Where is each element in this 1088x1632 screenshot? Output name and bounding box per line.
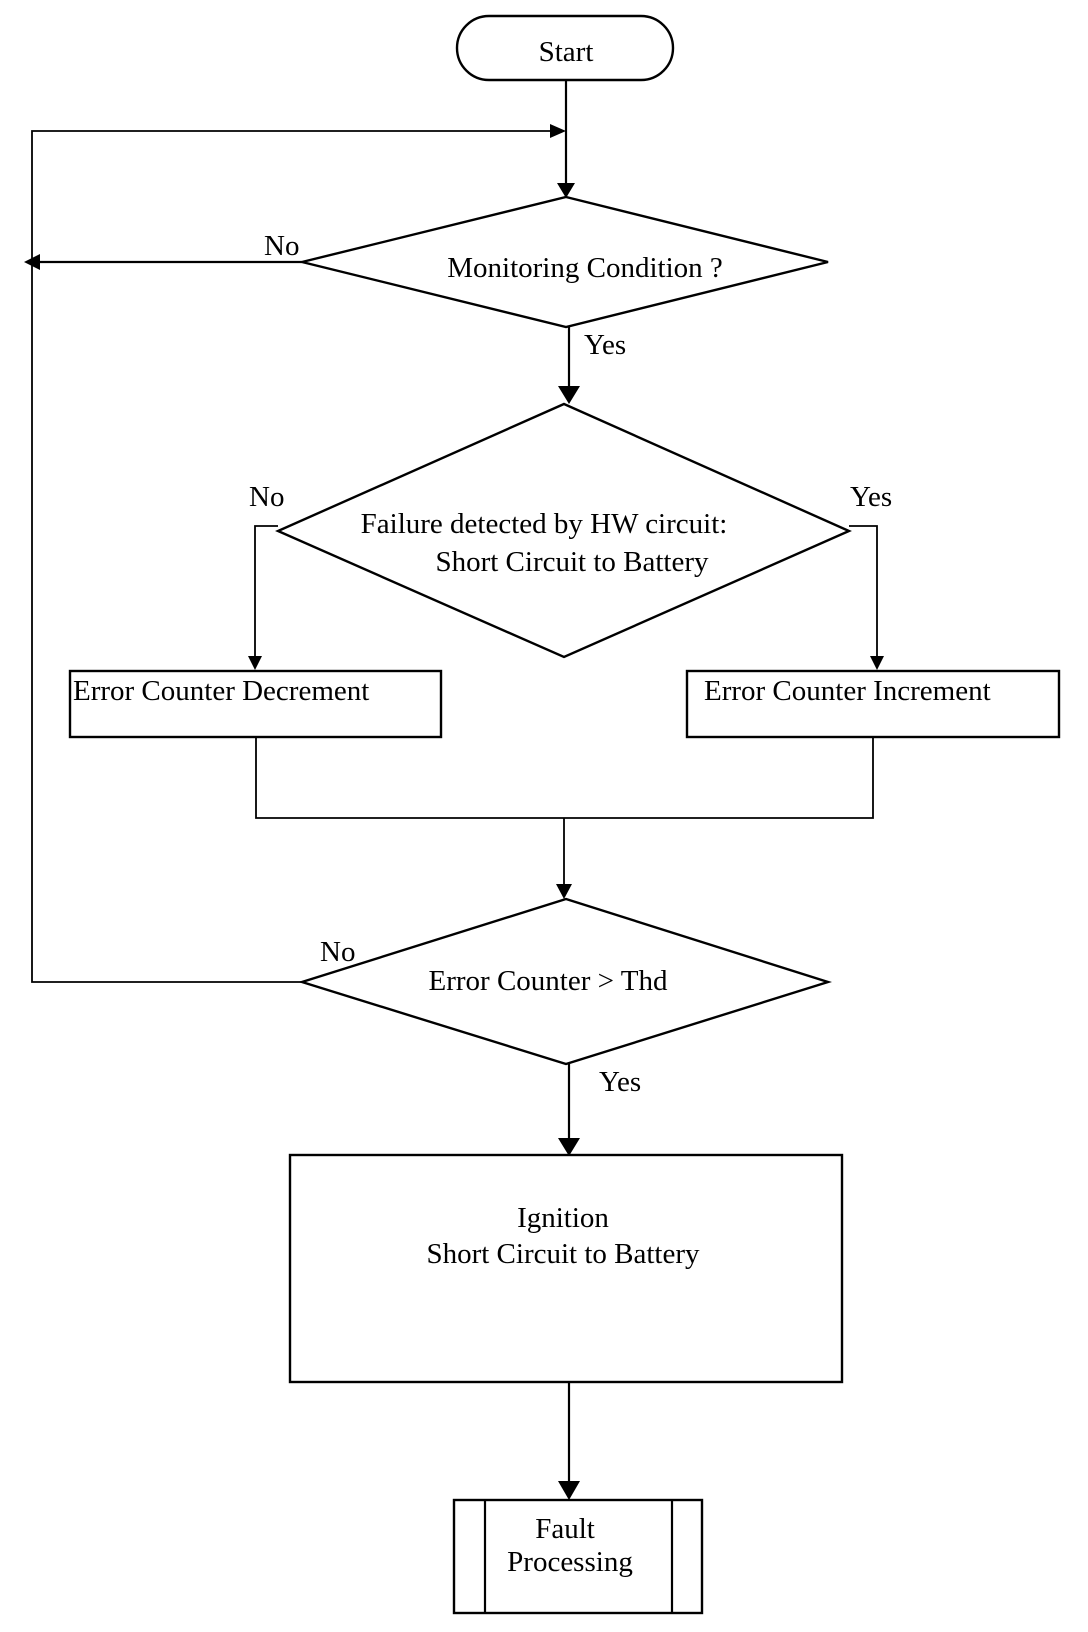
arrowhead-monitoring-no xyxy=(24,254,40,270)
arrowhead-fault-in xyxy=(558,1481,580,1500)
error-counter-decrement-label: Error Counter Decrement xyxy=(73,675,369,707)
monitoring-yes-label: Yes xyxy=(584,329,626,361)
fault-processing-box xyxy=(452,1498,704,1615)
failure-yes-label: Yes xyxy=(850,481,892,513)
monitoring-condition-diamond xyxy=(301,195,829,329)
connector-failure-no xyxy=(254,525,278,660)
error-counter-decrement-box xyxy=(68,669,443,739)
arrowhead-monitoring-in xyxy=(557,183,575,198)
arrowhead-threshold-in xyxy=(556,884,572,899)
threshold-no-label: No xyxy=(320,936,355,968)
failure-no-label: No xyxy=(249,481,284,513)
arrowhead-loop-top xyxy=(550,124,566,138)
error-counter-increment-label: Error Counter Increment xyxy=(704,675,991,707)
arrowhead-failure-in xyxy=(558,386,580,404)
ignition-label-line2: Short Circuit to Battery xyxy=(426,1238,700,1270)
failure-detected-label-line1: Failure detected by HW circuit: xyxy=(361,508,728,540)
fault-processing-label-line2: Processing xyxy=(507,1546,633,1578)
ignition-box xyxy=(288,1153,844,1384)
arrowhead-ignition-in xyxy=(558,1138,580,1156)
threshold-label: Error Counter > Thd xyxy=(429,965,668,997)
threshold-diamond xyxy=(297,897,832,1066)
failure-detected-label-line2: Short Circuit to Battery xyxy=(435,546,709,578)
arrowhead-decrement-in xyxy=(248,656,262,670)
fault-processing-label-line1: Fault xyxy=(535,1513,595,1545)
loop-back-line xyxy=(31,130,550,983)
start-label: Start xyxy=(539,36,594,68)
ignition-label-line1: Ignition xyxy=(517,1202,609,1234)
error-counter-increment-box xyxy=(685,669,1061,739)
monitoring-condition-label: Monitoring Condition ? xyxy=(447,252,723,284)
connector-failure-yes xyxy=(849,525,878,660)
monitoring-no-label: No xyxy=(264,230,299,262)
merge-connector xyxy=(255,737,874,819)
arrowhead-increment-in xyxy=(870,656,884,670)
threshold-yes-label: Yes xyxy=(599,1066,641,1098)
failure-detected-diamond xyxy=(275,402,852,659)
